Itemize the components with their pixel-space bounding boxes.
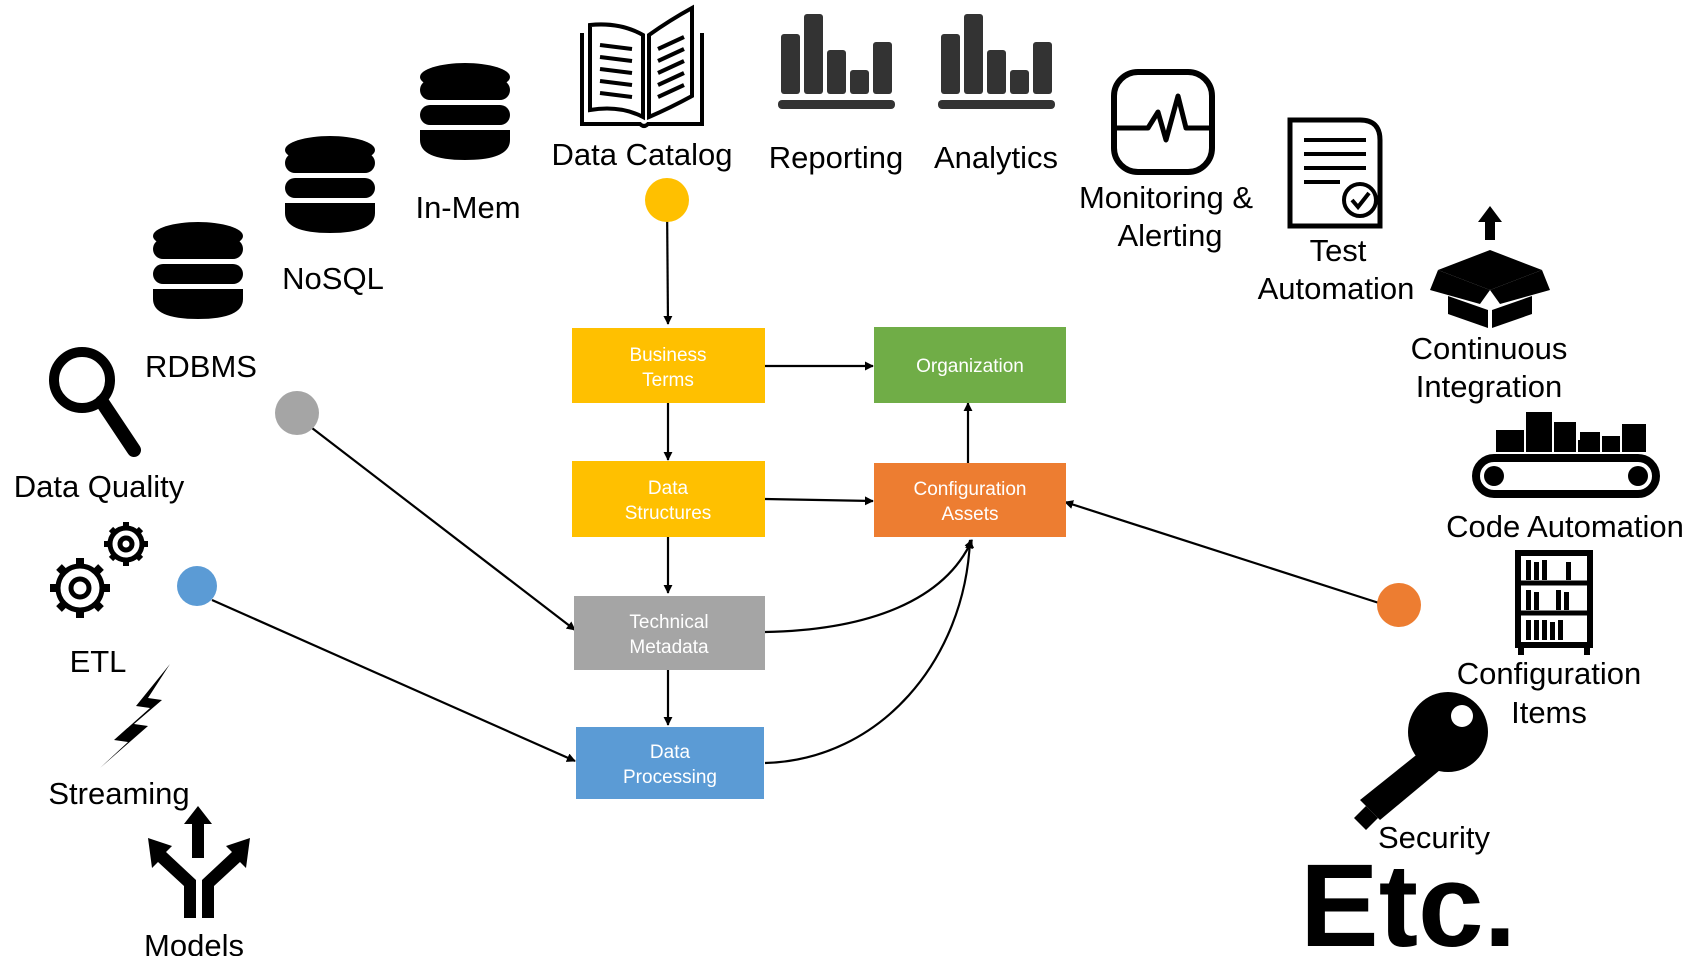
blue-dot (177, 566, 217, 606)
organization-label: Organization (916, 356, 1024, 377)
tool-labels: RDBMS NoSQL In-Mem Data Catalog Reportin… (14, 137, 1684, 956)
data-catalog-label: Data Catalog (552, 137, 733, 172)
edge-orange-dot-to-config-assets (1064, 500, 1380, 605)
nosql-database-icon (285, 136, 375, 233)
data-structures-label-2: Structures (625, 503, 712, 524)
continuous-integration-label-1: Continuous (1411, 331, 1568, 366)
analytics-bar-chart-icon (938, 14, 1055, 109)
data-structures-label-1: Data (648, 478, 689, 499)
monitoring-label-1: Monitoring & (1079, 180, 1253, 215)
test-document-check-icon (1287, 117, 1383, 229)
open-book-icon (580, 4, 704, 128)
orange-dot (1377, 583, 1421, 627)
data-processing-label-2: Processing (623, 767, 717, 788)
technical-metadata-label-1: Technical (629, 612, 708, 633)
in-mem-label: In-Mem (415, 190, 520, 225)
data-processing-label-1: Data (650, 742, 691, 763)
connectors (211, 199, 1380, 765)
etl-label: ETL (70, 644, 127, 679)
streaming-label: Streaming (48, 776, 189, 811)
technical-metadata-box: Technical Metadata (574, 596, 765, 670)
reporting-label: Reporting (769, 140, 903, 175)
yellow-dot (645, 178, 689, 222)
gray-dot (275, 391, 319, 435)
business-terms-label-1: Business (629, 345, 706, 366)
configuration-items-label-1: Configuration (1457, 656, 1641, 691)
code-automation-label: Code Automation (1446, 509, 1684, 544)
configuration-assets-box: Configuration Assets (874, 463, 1066, 537)
configuration-assets-label-2: Assets (941, 504, 998, 525)
conveyor-belt-icon (1472, 412, 1660, 498)
lightning-bolt-icon (100, 664, 170, 768)
configuration-assets-label-1: Configuration (913, 479, 1026, 500)
test-automation-label-2: Automation (1258, 271, 1415, 306)
analytics-label: Analytics (934, 140, 1058, 175)
rdbms-label: RDBMS (145, 349, 257, 384)
edge-blue-dot-to-data-processing (211, 598, 576, 763)
magnifying-glass-icon (49, 347, 141, 457)
continuous-integration-label-2: Integration (1416, 369, 1563, 404)
package-upload-icon (1430, 206, 1550, 328)
reporting-bar-chart-icon (778, 14, 895, 109)
security-label: Security (1378, 820, 1490, 855)
configuration-items-label-2: Items (1511, 695, 1587, 730)
data-structures-box: Data Structures (572, 461, 765, 537)
gears-icon (50, 522, 148, 618)
test-automation-label-1: Test (1310, 233, 1367, 268)
edge-technical-metadata-to-config-assets (764, 539, 974, 634)
etc-label: Etc. (1300, 840, 1516, 956)
nosql-label: NoSQL (282, 261, 384, 296)
technical-metadata-label-2: Metadata (629, 637, 709, 658)
edge-data-processing-to-config-assets (764, 539, 975, 765)
models-label: Models (144, 928, 244, 956)
diverging-arrows-icon (148, 806, 250, 918)
edge-data-structures-to-config-assets (764, 496, 874, 506)
monitoring-pulse-icon (1111, 69, 1215, 175)
data-quality-label: Data Quality (14, 469, 185, 504)
bookshelf-icon (1515, 550, 1593, 655)
rdbms-database-icon (153, 222, 243, 319)
key-icon (1354, 692, 1488, 830)
monitoring-label-2: Alerting (1117, 218, 1222, 253)
in-mem-database-icon (420, 63, 510, 160)
business-terms-label-2: Terms (642, 370, 694, 391)
edge-gray-dot-to-technical-metadata (311, 427, 576, 631)
organization-box: Organization (874, 327, 1066, 403)
business-terms-box: Business Terms (572, 328, 765, 403)
data-processing-box: Data Processing (576, 727, 764, 799)
